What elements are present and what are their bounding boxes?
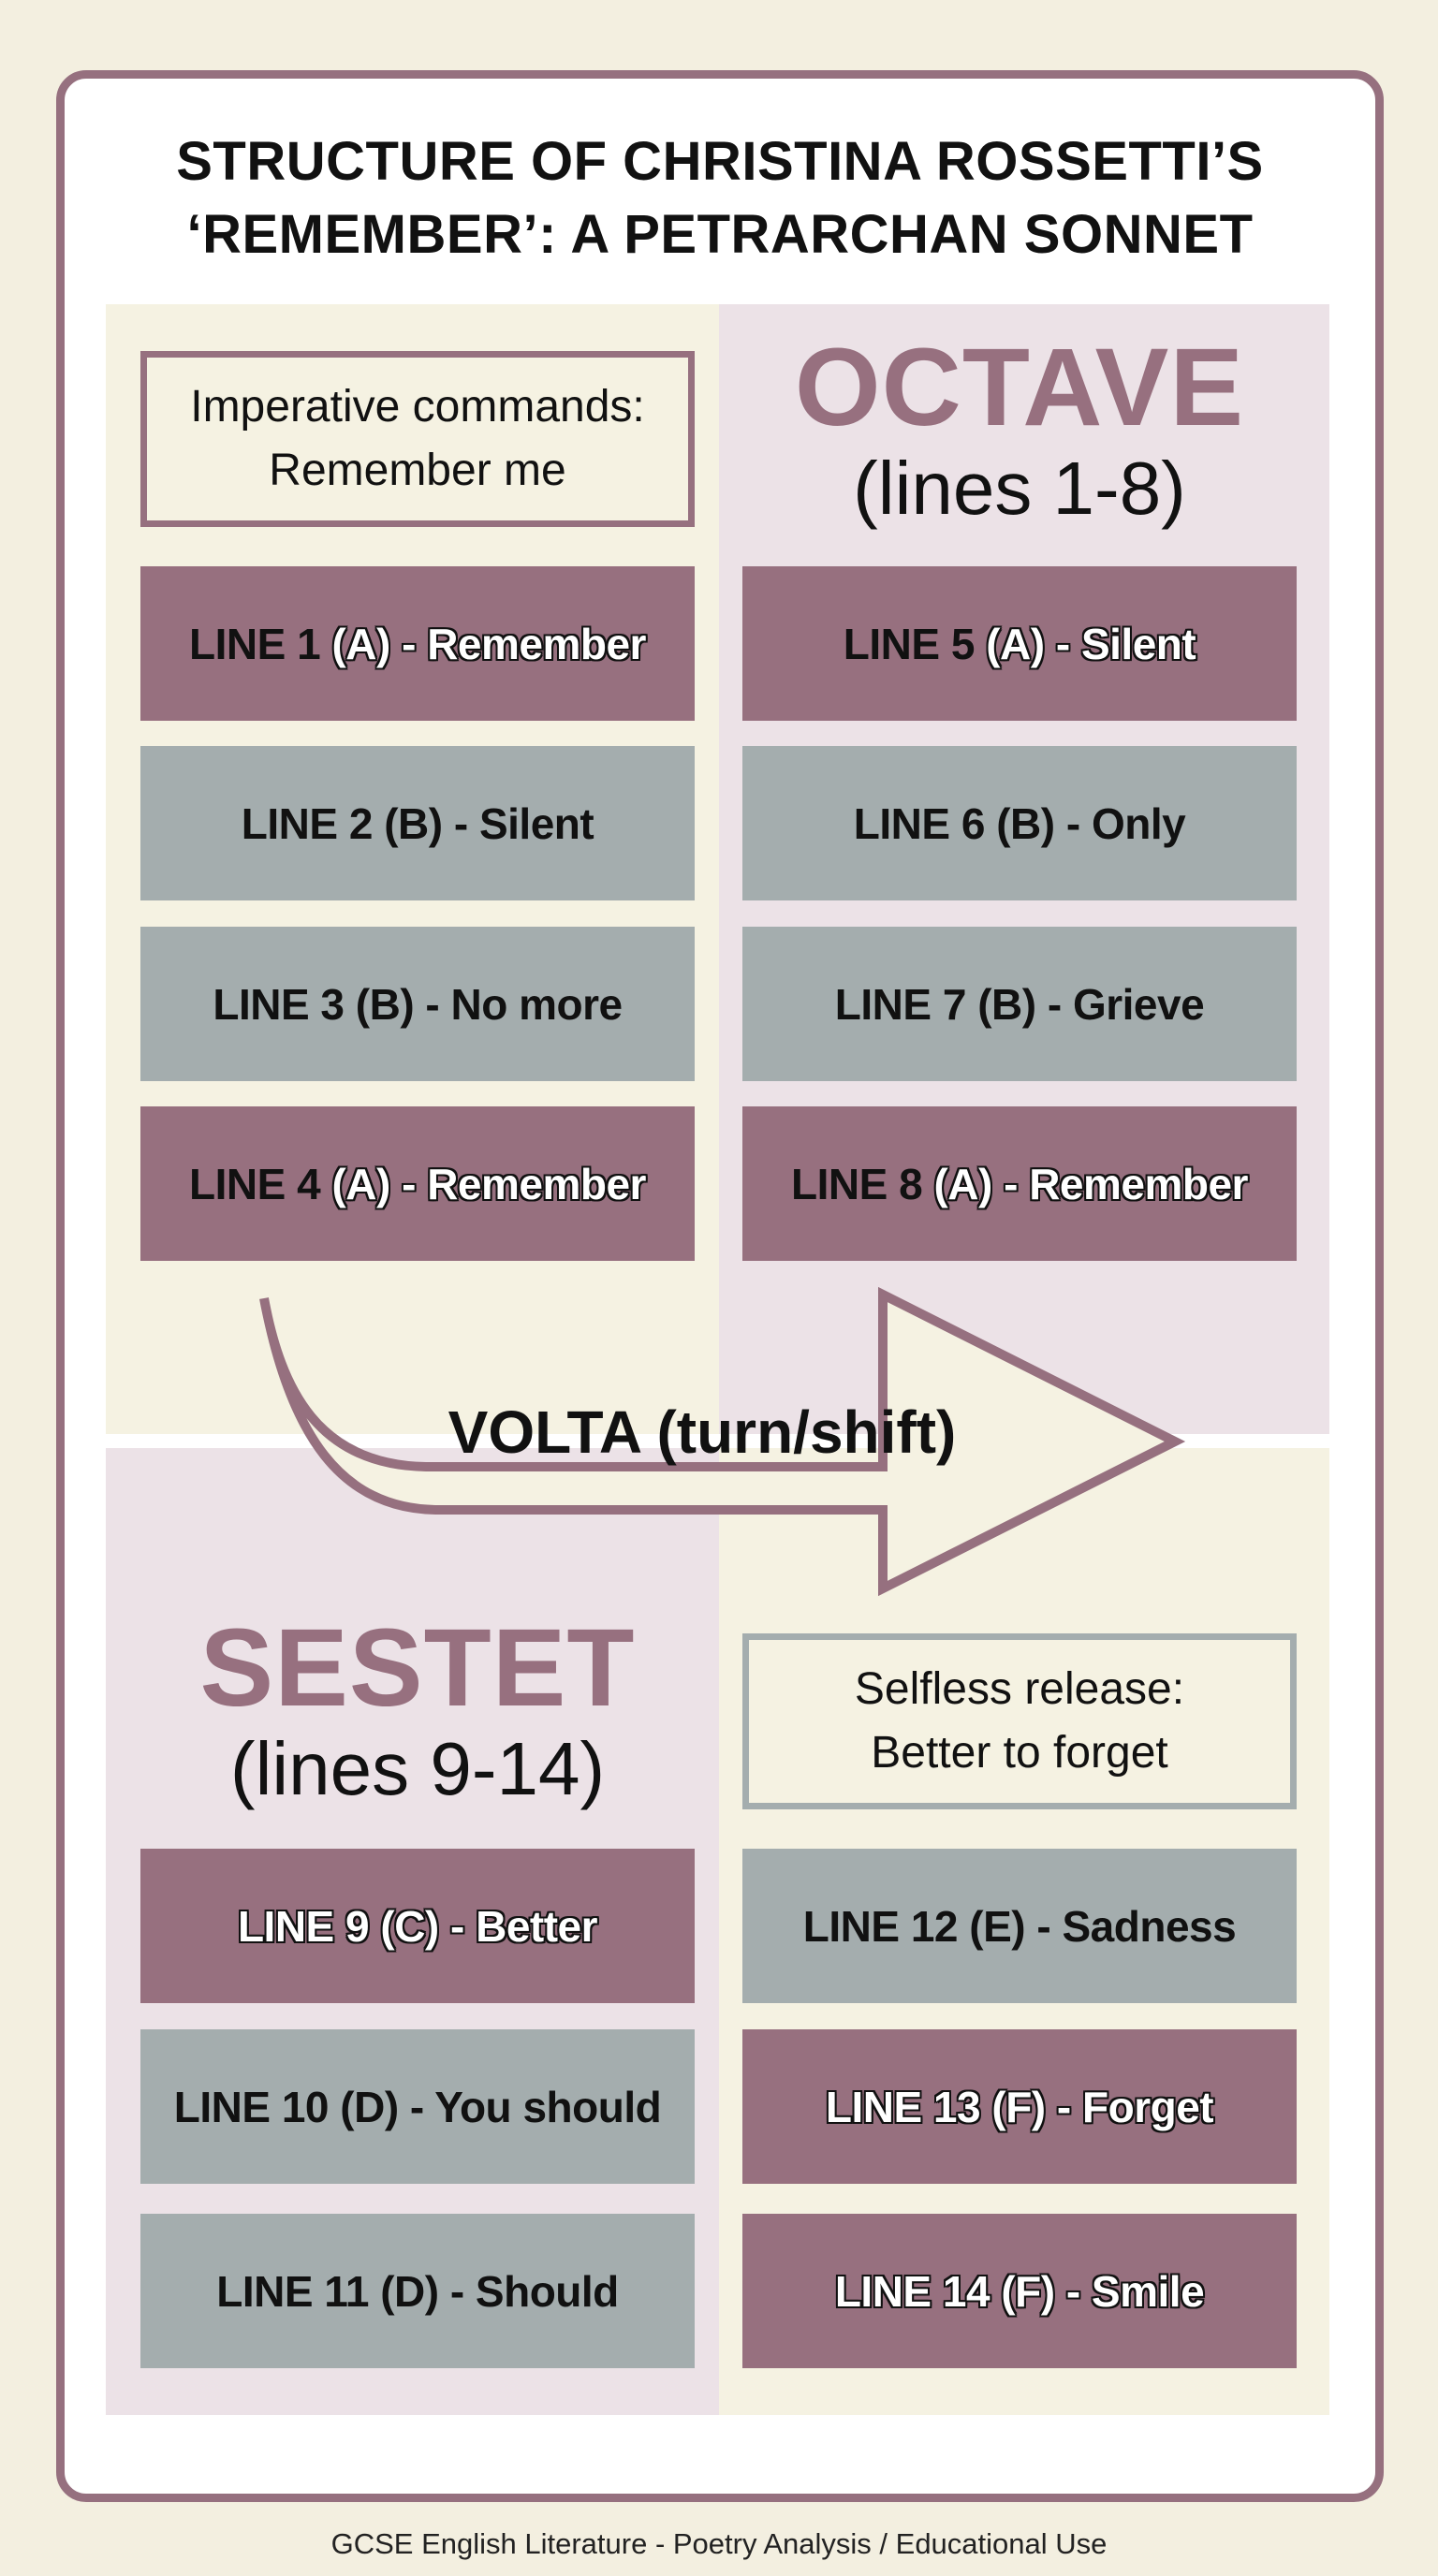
line-number: LINE 3 [213, 979, 345, 1029]
title-line-2: ‘REMEMBER’: A PETRARCHAN SONNET [186, 204, 1254, 265]
line-box-6: LINE 6 (B) - Only [742, 746, 1297, 900]
line-word: (B) - Only [984, 798, 1186, 848]
curved-arrow-icon [259, 1287, 1186, 1597]
line-word: (A) - Remember [922, 1159, 1248, 1208]
line-word: (A) - Remember [320, 1159, 646, 1208]
line-word: (B) - No more [344, 979, 623, 1029]
sestet-note-line-1: Selfless release: [854, 1664, 1185, 1714]
sestet-note-box: Selfless release: Better to forget [742, 1633, 1297, 1809]
volta-arrow: VOLTA (turn/shift) [253, 1287, 1189, 1605]
line-box-4: LINE 4 (A) - Remember [140, 1106, 695, 1261]
line-box-5: LINE 5 (A) - Silent [742, 566, 1297, 721]
sestet-range: (lines 9-14) [229, 1727, 606, 1810]
line-word: (B) - Grieve [965, 979, 1205, 1029]
line-label: LINE 14 (F) - Smile [834, 2266, 1205, 2316]
line-number: LINE 1 [189, 619, 321, 668]
octave-note-box: Imperative commands: Remember me [140, 351, 695, 527]
sestet-title: SESTET [199, 1606, 636, 1730]
line-box-13: LINE 13 (F) - Forget [742, 2029, 1297, 2184]
page-title: STRUCTURE OF CHRISTINA ROSSETTI’S ‘REMEM… [65, 125, 1375, 271]
line-label: LINE 13 (F) - Forget [825, 2082, 1214, 2131]
line-box-14: LINE 14 (F) - Smile [742, 2214, 1297, 2368]
line-box-7: LINE 7 (B) - Grieve [742, 927, 1297, 1081]
line-word: (B) - Silent [372, 798, 594, 848]
line-number: LINE 6 [853, 798, 986, 848]
line-box-12: LINE 12 (E) - Sadness [742, 1849, 1297, 2003]
line-number: LINE 4 [189, 1159, 321, 1208]
title-line-1: STRUCTURE OF CHRISTINA ROSSETTI’S [176, 131, 1264, 192]
footer-caption: GCSE English Literature - Poetry Analysi… [330, 2527, 1108, 2560]
line-box-3: LINE 3 (B) - No more [140, 927, 695, 1081]
line-number: LINE 5 [843, 619, 976, 668]
line-label: LINE 10 (D) - You should [173, 2082, 662, 2131]
line-label: LINE 12 (E) - Sadness [802, 1901, 1237, 1951]
volta-label: VOLTA (turn/shift) [448, 1398, 957, 1466]
line-number: LINE 8 [791, 1159, 923, 1208]
line-box-9: LINE 9 (C) - Better [140, 1849, 695, 2003]
octave-note-line-2: Remember me [269, 446, 566, 495]
line-box-10: LINE 10 (D) - You should [140, 2029, 695, 2184]
octave-range: (lines 1-8) [853, 446, 1186, 530]
line-number: LINE 2 [241, 798, 374, 848]
line-box-11: LINE 11 (D) - Should [140, 2214, 695, 2368]
line-label: LINE 9 (C) - Better [237, 1901, 598, 1951]
line-box-1: LINE 1 (A) - Remember [140, 566, 695, 721]
octave-heading: OCTAVE (lines 1-8) [742, 329, 1297, 532]
sestet-heading: SESTET (lines 9-14) [140, 1610, 695, 1812]
octave-note-line-1: Imperative commands: [190, 382, 645, 432]
line-number: LINE 7 [834, 979, 967, 1029]
line-label: LINE 11 (D) - Should [216, 2266, 619, 2316]
line-word: (A) - Remember [320, 619, 646, 668]
line-box-8: LINE 8 (A) - Remember [742, 1106, 1297, 1261]
octave-title: OCTAVE [794, 326, 1245, 449]
line-box-2: LINE 2 (B) - Silent [140, 746, 695, 900]
line-word: (A) - Silent [974, 619, 1196, 668]
sestet-note-line-2: Better to forget [871, 1728, 1168, 1778]
